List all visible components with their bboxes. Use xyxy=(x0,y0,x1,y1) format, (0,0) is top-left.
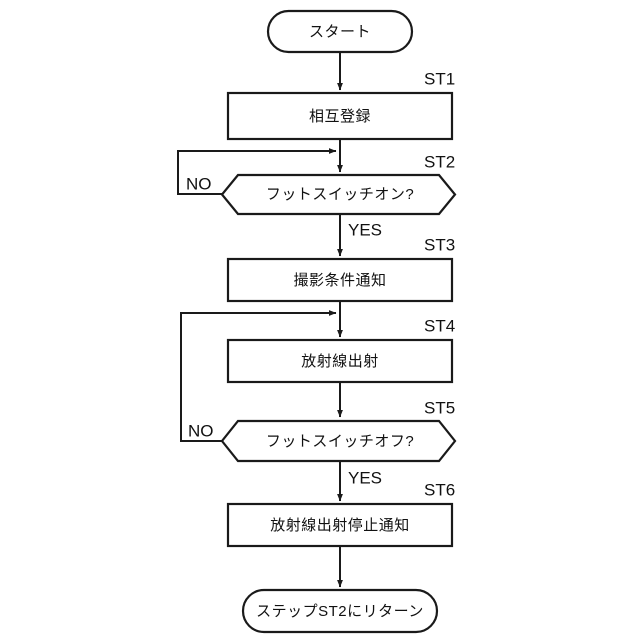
branch-label-st5-yes: YES xyxy=(348,468,382,487)
node-st3-label: 撮影条件通知 xyxy=(293,271,386,289)
step-label-st3: ST3 xyxy=(424,235,455,254)
edge-st2-no-loop xyxy=(177,148,337,195)
node-st1[interactable] xyxy=(226,91,454,141)
branch-label-st2-no: NO xyxy=(186,174,212,193)
node-st4-label: 放射線出射 xyxy=(301,353,379,370)
node-st2-label: フットスイッチオン? xyxy=(266,186,414,203)
step-label-st4: ST4 xyxy=(424,316,455,335)
node-return-label: ステップST2にリターン xyxy=(256,603,424,620)
node-st6-label: 放射線出射停止通知 xyxy=(270,517,410,534)
node-st2[interactable] xyxy=(220,173,457,216)
step-label-st2: ST2 xyxy=(424,152,455,171)
node-st5[interactable] xyxy=(220,419,457,463)
node-st6[interactable] xyxy=(226,502,454,548)
node-start[interactable] xyxy=(266,9,414,54)
node-st3[interactable] xyxy=(226,257,454,303)
node-st5-label: フットスイッチオフ? xyxy=(266,433,414,450)
step-label-st6: ST6 xyxy=(424,480,455,499)
branch-label-st2-yes: YES xyxy=(348,220,382,239)
node-st4[interactable] xyxy=(226,338,454,384)
node-st1-label: 相互登録 xyxy=(309,108,371,125)
node-start-label: スタート xyxy=(309,23,371,40)
branch-label-st5-no: NO xyxy=(188,421,214,440)
node-return[interactable] xyxy=(241,588,439,634)
step-label-st1: ST1 xyxy=(424,69,455,88)
edge-st5-no-loop xyxy=(180,310,337,442)
step-label-st5: ST5 xyxy=(424,398,455,417)
